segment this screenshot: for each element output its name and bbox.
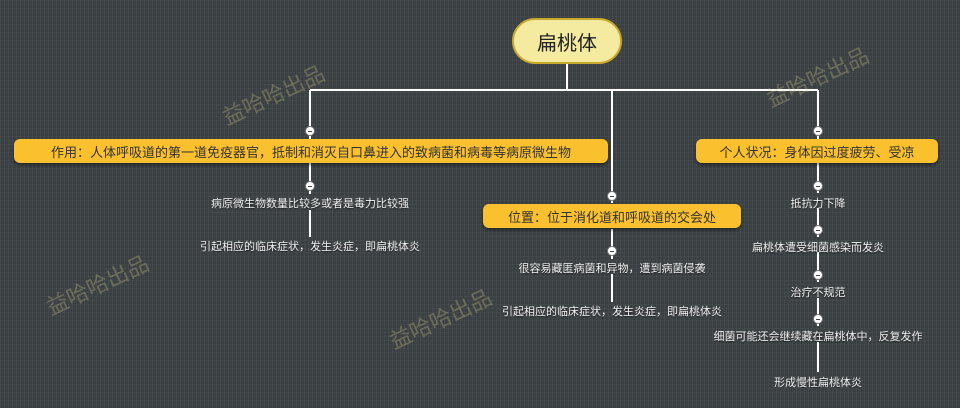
leaf-node[interactable]: 形成慢性扁桃体炎 [774, 376, 862, 389]
root-node[interactable]: 扁桃体 [512, 18, 622, 64]
collapse-toggle-icon[interactable] [813, 126, 823, 136]
leaf-node[interactable]: 引起相应的临床症状，发生炎症，即扁桃体炎 [502, 305, 722, 318]
collapse-toggle-icon[interactable] [813, 225, 823, 235]
branch-node-personal-condition[interactable]: 个人状况：身体因过度疲劳、受凉 [696, 139, 938, 163]
collapse-toggle-icon[interactable] [813, 181, 823, 191]
collapse-toggle-icon[interactable] [813, 270, 823, 280]
leaf-node[interactable]: 细菌可能还会继续藏在扁桃体中，反复发作 [713, 330, 923, 343]
leaf-node[interactable]: 治疗不规范 [790, 286, 846, 299]
leaf-node[interactable]: 抵抗力下降 [790, 197, 846, 210]
leaf-node[interactable]: 病原微生物数量比较多或者是毒力比较强 [211, 197, 409, 210]
leaf-node[interactable]: 很容易藏匿病菌和异物，遭到病菌侵袭 [518, 262, 706, 275]
leaf-node[interactable]: 扁桃体遭受细菌感染而发炎 [752, 241, 884, 254]
collapse-toggle-icon[interactable] [607, 246, 617, 256]
leaf-node[interactable]: 引起相应的临床症状，发生炎症，即扁桃体炎 [200, 240, 420, 253]
branch-node-location[interactable]: 位置：位于消化道和呼吸道的交会处 [483, 204, 741, 228]
collapse-toggle-icon[interactable] [607, 191, 617, 201]
collapse-toggle-icon[interactable] [305, 181, 315, 191]
collapse-toggle-icon[interactable] [305, 126, 315, 136]
branch-node-function[interactable]: 作用：人体呼吸道的第一道免疫器官，抵制和消灭自口鼻进入的致病菌和病毒等病原微生物 [14, 139, 608, 163]
collapse-toggle-icon[interactable] [813, 314, 823, 324]
